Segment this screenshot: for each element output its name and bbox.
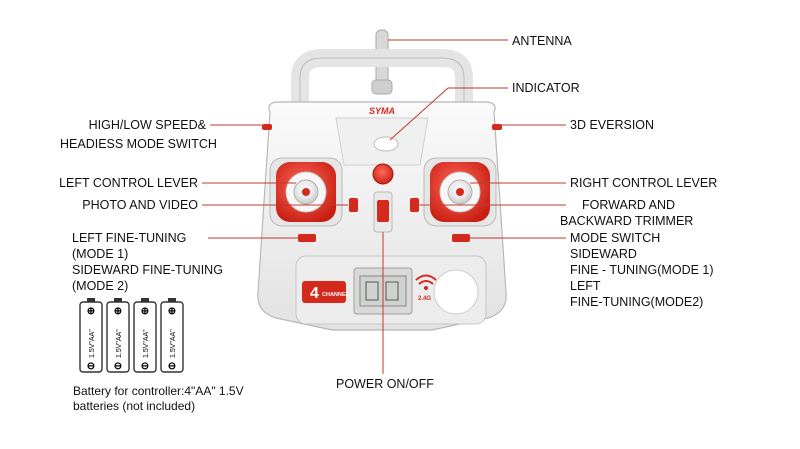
label-indicator: INDICATOR: [512, 81, 580, 95]
center-button[interactable]: [372, 163, 394, 185]
battery-label: 1.5V"AA": [116, 329, 123, 358]
battery-caption-2: batteries (not included): [73, 399, 196, 413]
battery-plus-icon: ⊕: [87, 306, 95, 317]
label-3d-eversion: 3D EVERSION: [570, 118, 655, 132]
battery-plus-icon: ⊕: [114, 306, 122, 317]
channel-badge: 4 CHANNEL: [302, 281, 350, 303]
svg-text:CHANNEL: CHANNEL: [322, 292, 350, 298]
label-left-lever: LEFT CONTROL LEVER: [59, 176, 198, 190]
battery-1: ⊕ ⊖ 1.5V"AA": [79, 298, 103, 373]
label-photo-video: PHOTO AND VIDEO: [82, 198, 198, 212]
battery-label: 1.5V"AA": [170, 329, 177, 358]
battery-minus-icon: ⊖: [114, 361, 122, 372]
mode-switch-button[interactable]: [452, 234, 470, 242]
label-speed-switch-1: HIGH/LOW SPEED&: [88, 118, 206, 132]
batteries-illustration: ⊕ ⊖ 1.5V"AA" ⊕ ⊖ 1.5V"AA" ⊕ ⊖ 1.5V"AA" ⊕ ⊖ 1.5V"AA": [79, 298, 184, 373]
label-left-fine-1: LEFT FINE-TUNING: [72, 231, 187, 245]
left-control-lever[interactable]: [269, 157, 343, 227]
label-left-fine-3: SIDEWARD FINE-TUNING: [72, 263, 223, 277]
label-speed-switch-2: HEADIESS MODE SWITCH: [60, 137, 217, 151]
trimmer-button[interactable]: [410, 198, 419, 212]
battery-minus-icon: ⊖: [168, 361, 176, 372]
label-mode-switch-5: FINE-TUNING(MODE2): [570, 295, 704, 309]
battery-caption-1: Battery for controller:4"AA" 1.5V: [73, 384, 244, 398]
battery-4: ⊕ ⊖ 1.5V"AA": [160, 298, 184, 373]
battery-plus-icon: ⊕: [168, 306, 176, 317]
left-fine-tuning-button[interactable]: [298, 234, 316, 242]
battery-plus-icon: ⊕: [141, 306, 149, 317]
controller-handle: [291, 49, 473, 149]
svg-text:SYMA: SYMA: [369, 106, 395, 116]
label-right-lever: RIGHT CONTROL LEVER: [570, 176, 718, 190]
wifi-icon: 2.4G: [415, 274, 437, 302]
speed-switch-button[interactable]: [262, 124, 272, 130]
leader-lines: [202, 39, 566, 374]
label-left-fine-4: (MODE 2): [72, 279, 129, 293]
label-antenna: ANTENNA: [512, 34, 572, 48]
battery-label: 1.5V"AA": [143, 329, 150, 358]
svg-text:4: 4: [310, 285, 319, 302]
label-fb-trimmer-2: BACKWARD TRIMMER: [560, 214, 694, 228]
battery-minus-icon: ⊖: [141, 361, 149, 372]
battery-2: ⊕ ⊖ 1.5V"AA": [106, 298, 130, 373]
lcd-panel: [295, 255, 487, 325]
svg-text:2.4G: 2.4G: [418, 296, 431, 302]
battery-label: 1.5V"AA": [89, 329, 96, 358]
eversion-button[interactable]: [492, 124, 502, 130]
battery-3: ⊕ ⊖ 1.5V"AA": [133, 298, 157, 373]
photo-video-button[interactable]: [349, 198, 358, 212]
label-mode-switch-4: LEFT: [570, 279, 601, 293]
indicator-light: [373, 136, 399, 152]
battery-minus-icon: ⊖: [87, 361, 95, 372]
label-power: POWER ON/OFF: [336, 377, 434, 391]
label-fb-trimmer-1: FORWARD AND: [582, 198, 676, 212]
label-mode-switch-1: MODE SWITCH: [570, 231, 661, 245]
label-left-fine-2: (MODE 1): [72, 247, 129, 261]
label-mode-switch-2: SIDEWARD: [570, 247, 637, 261]
right-control-lever[interactable]: [423, 157, 497, 227]
label-mode-switch-3: FINE - TUNING(MODE 1): [570, 263, 714, 277]
power-switch[interactable]: [377, 200, 389, 222]
syma-logo: SYMA: [369, 106, 395, 116]
